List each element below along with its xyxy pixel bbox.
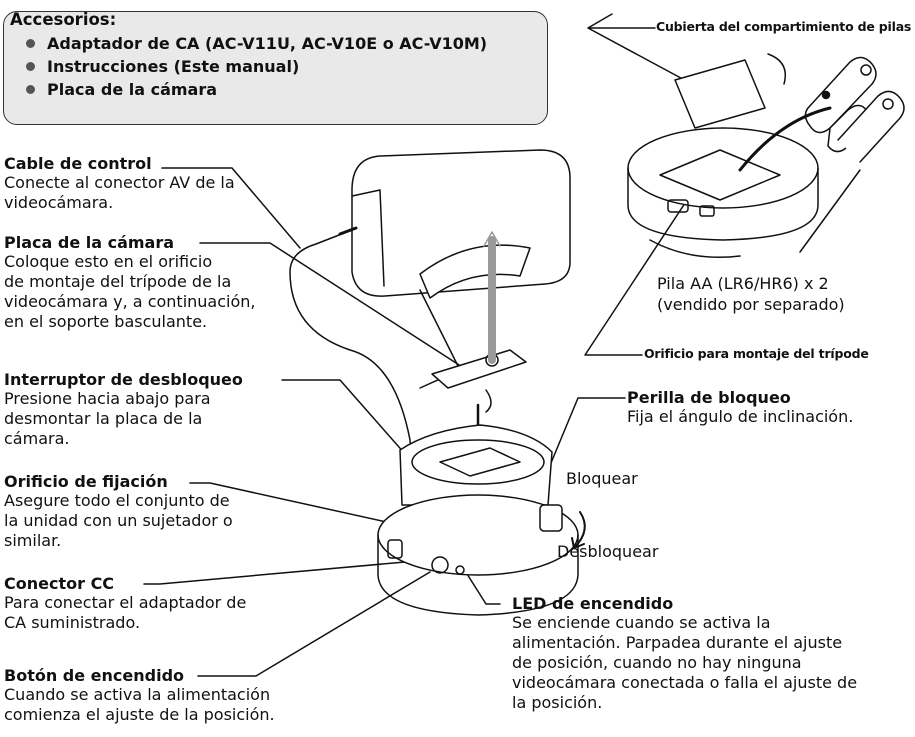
dc-connector-callout: Conector CC Para conectar el adaptador d… bbox=[4, 574, 247, 632]
camera-plate-callout: Placa de la cámara Coloque esto en el or… bbox=[4, 233, 256, 331]
accessory-item: Adaptador de CA (AC-V11U, AC-V10E o AC-V… bbox=[20, 32, 487, 55]
rotate-arrow-icon bbox=[485, 389, 492, 413]
accessories-title: Accesorios: bbox=[10, 10, 117, 29]
fixing-hole-callout: Orificio de fijación Asegure todo el con… bbox=[4, 472, 233, 550]
leader-line bbox=[143, 561, 406, 585]
lock-knob-callout: Perilla de bloqueo Fija el ángulo de inc… bbox=[627, 388, 854, 426]
bullet-icon bbox=[26, 62, 35, 71]
lock-rotate-arrow-icon bbox=[571, 511, 586, 549]
accessories-list: Adaptador de CA (AC-V11U, AC-V10E o AC-V… bbox=[20, 32, 487, 101]
leader-line bbox=[161, 167, 301, 249]
base-unit-illustration bbox=[627, 127, 819, 259]
insert-arrow-icon bbox=[738, 106, 832, 172]
batteries-illustration bbox=[804, 56, 905, 163]
camcorder-illustration bbox=[351, 149, 571, 389]
leader-line bbox=[799, 169, 861, 253]
accessories-box bbox=[3, 11, 548, 125]
power-led-callout: LED de encendido Se enciende cuando se a… bbox=[512, 594, 858, 712]
leader-line bbox=[540, 397, 626, 488]
battery-label: Pila AA (LR6/HR6) x 2 (vendido por separ… bbox=[657, 274, 845, 314]
power-button-callout: Botón de encendido Cuando se activa la a… bbox=[4, 666, 275, 724]
leader-line bbox=[584, 149, 721, 356]
leader-line bbox=[189, 482, 401, 526]
lock-label: Bloquear bbox=[566, 469, 638, 488]
unlock-label: Desbloquear bbox=[557, 542, 659, 561]
battery-cover-illustration bbox=[674, 59, 766, 129]
leader-line bbox=[281, 379, 429, 481]
leader-line bbox=[461, 565, 501, 605]
control-cable-illustration bbox=[289, 229, 413, 471]
control-cable-callout: Cable de control Conecte al conector AV … bbox=[4, 154, 235, 212]
leader-line bbox=[199, 242, 471, 373]
tripod-hole-label: Orificio para montaje del trípode bbox=[644, 346, 869, 361]
bullet-icon bbox=[26, 85, 35, 94]
pan-tilt-unit-illustration bbox=[377, 424, 579, 616]
leader-line bbox=[197, 571, 431, 677]
bullet-icon bbox=[26, 39, 35, 48]
accessory-item: Instrucciones (Este manual) bbox=[20, 55, 487, 78]
release-switch-callout: Interruptor de desbloqueo Presione hacia… bbox=[4, 370, 243, 448]
battery-cover-label: Cubierta del compartimiento de pilas bbox=[656, 19, 912, 34]
curved-arrow-icon bbox=[767, 53, 786, 85]
accessory-item: Placa de la cámara bbox=[20, 78, 487, 101]
